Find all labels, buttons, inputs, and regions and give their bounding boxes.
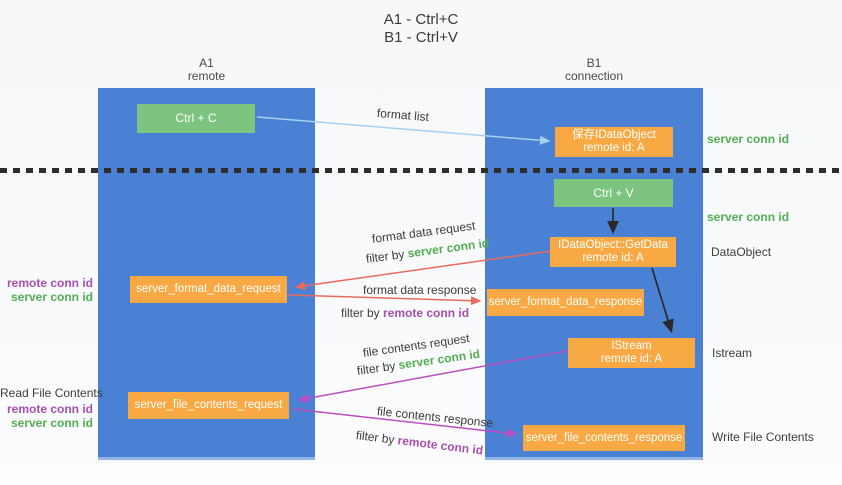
- column-a1-name: A1: [199, 56, 214, 70]
- remote-conn-id-text: remote conn id: [383, 306, 470, 320]
- column-header-a1: A1 remote: [98, 57, 315, 83]
- title-line1: A1 - Ctrl+C: [383, 11, 459, 28]
- column-b1-name: B1: [586, 56, 602, 70]
- write-file-contents-label: Write File Contents: [712, 430, 814, 444]
- node-save-dataobject: 保存IDataObject remote id: A: [555, 127, 673, 157]
- dotted-divider-line: [0, 168, 842, 173]
- node-getdata-line2: remote id: A: [582, 252, 644, 264]
- filter-by-remote-conn-id-label-1: filter by remote conn id: [341, 306, 469, 320]
- node-server-format-data-response: server_format_data_response: [487, 289, 644, 316]
- node-server-file-contents-response: server_file_contents_response: [523, 425, 685, 451]
- node-ctrl-v: Ctrl + V: [554, 179, 673, 207]
- remote-conn-id-text: remote conn id: [396, 433, 484, 458]
- filter-by-remote-conn-id-label-2: filter by remote conn id: [355, 428, 484, 458]
- node-ctrl-c: Ctrl + C: [137, 104, 255, 133]
- read-file-contents-label: Read File Contents: [0, 386, 103, 400]
- diagram-title: A1 - Ctrl+C B1 - Ctrl+V: [0, 11, 842, 47]
- filter-by-text: filter by: [341, 306, 380, 320]
- node-istream-line2: remote id: A: [600, 353, 663, 365]
- format-list-label: format list: [376, 106, 430, 125]
- title-line2: B1 - Ctrl+V: [384, 29, 458, 46]
- filter-by-text: filter by: [365, 247, 406, 266]
- node-save-dataobject-line2: remote id: A: [583, 142, 645, 154]
- remote-conn-id-label-left-1: remote conn id: [6, 276, 93, 290]
- node-save-dataobject-line1: 保存IDataObject: [572, 129, 656, 141]
- left-conn-id-labels-1: remote conn id server conn id: [0, 276, 93, 304]
- server-conn-id-label-left-1: server conn id: [10, 290, 93, 304]
- node-getdata-line1: IDataObject::GetData: [558, 239, 668, 251]
- server-conn-id-label-top-right: server conn id: [707, 132, 790, 146]
- file-contents-response-label: file contents response: [376, 404, 494, 431]
- format-data-response-label: format data response: [363, 283, 477, 297]
- node-istream-line1: IStream: [611, 340, 652, 352]
- remote-conn-id-label-left-2: remote conn id: [6, 402, 93, 416]
- node-server-format-data-request: server_format_data_request: [130, 276, 287, 303]
- istream-label: Istream: [712, 346, 753, 360]
- column-b1-subtitle: connection: [564, 69, 624, 83]
- column-a1-subtitle: remote: [187, 69, 226, 83]
- column-header-b1: B1 connection: [485, 57, 703, 83]
- server-conn-id-label-left-2: server conn id: [10, 416, 93, 430]
- node-istream: IStream remote id: A: [568, 338, 695, 368]
- filter-by-text: filter by: [356, 358, 397, 378]
- node-getdata: IDataObject::GetData remote id: A: [550, 237, 676, 267]
- node-server-file-contents-request: server_file_contents_request: [128, 392, 289, 419]
- server-conn-id-label-mid-right: server conn id: [707, 210, 790, 224]
- dataobject-label: DataObject: [711, 245, 772, 259]
- filter-by-text: filter by: [355, 428, 396, 447]
- left-conn-id-labels-2: remote conn id server conn id: [0, 402, 93, 430]
